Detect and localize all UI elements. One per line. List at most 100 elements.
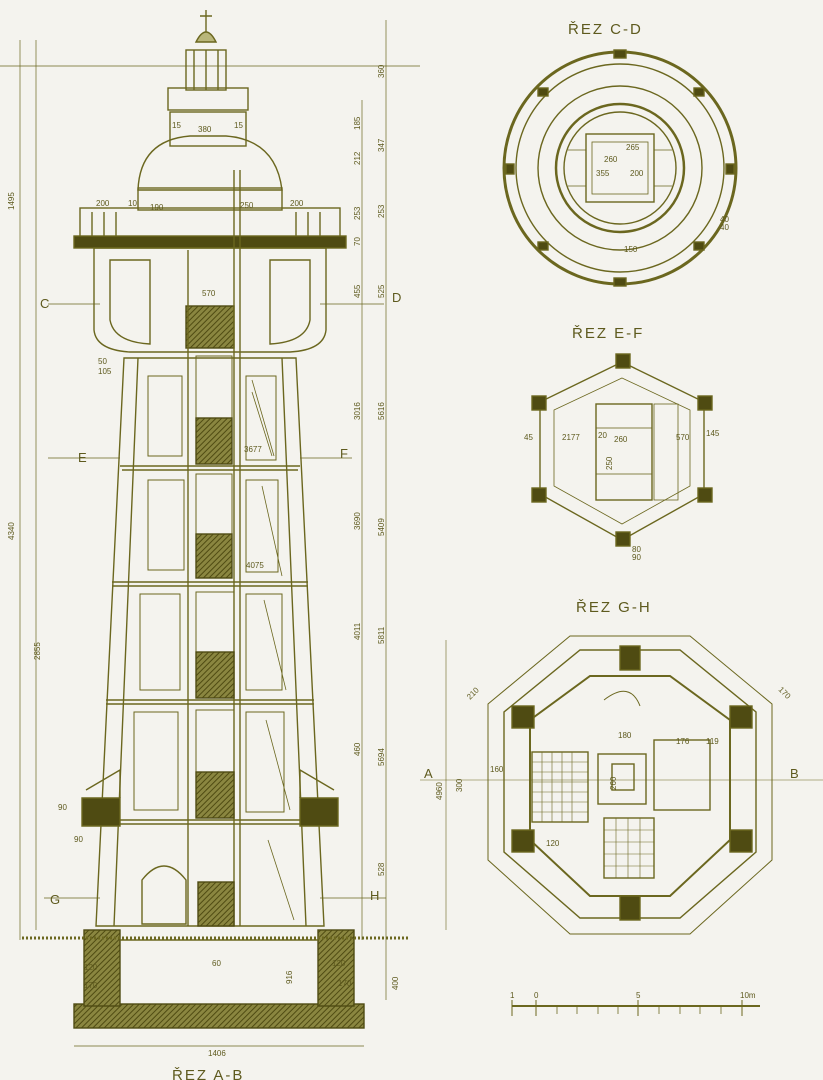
dim-label: 5694	[377, 748, 386, 766]
dim-label: 355	[596, 169, 610, 178]
foundation	[73, 1003, 365, 1029]
dim-label: 3677	[244, 445, 262, 454]
dim-label: 250	[605, 456, 614, 470]
dim-label: 10	[128, 199, 137, 208]
entrance-door	[141, 865, 187, 925]
dim-label: 20	[598, 431, 607, 440]
dim-label: 3690	[353, 512, 362, 530]
dim-label: 260	[614, 435, 628, 444]
dim-label: 200	[290, 199, 304, 208]
dim-label: 4340	[7, 522, 16, 540]
dim-label: 15	[234, 121, 243, 130]
section-gh-plan	[420, 635, 823, 935]
dim-label: 160	[490, 765, 504, 774]
scale-bar	[511, 1000, 760, 1016]
floor-bands	[100, 465, 320, 825]
section-ef-plan	[531, 353, 713, 547]
cut-mark-d: D	[392, 290, 401, 305]
dim-label: 916	[285, 970, 294, 984]
dim-label: 40	[720, 223, 729, 232]
lantern-gallery	[167, 87, 249, 111]
section-cd-title: ŘEZ C-D	[568, 21, 643, 38]
dim-label: 15	[172, 121, 181, 130]
dim-label: 145	[706, 429, 720, 438]
dim-label: 347	[377, 138, 386, 152]
dim-label: 80	[632, 545, 641, 554]
scale-tick-label: 0	[534, 991, 539, 1000]
dim-label: 5616	[377, 402, 386, 420]
section-ab-title: ŘEZ A-B	[172, 1067, 244, 1080]
scale-tick-label: 10m	[740, 991, 756, 1000]
dim-label: 40	[720, 215, 729, 224]
dim-label: 190	[150, 203, 164, 212]
dim-label: 528	[377, 862, 386, 876]
dim-label: 400	[391, 976, 400, 990]
dim-label: 70	[353, 237, 362, 246]
lower-gallery	[81, 797, 339, 827]
section-cd-plan	[502, 49, 738, 287]
stair-flights	[251, 379, 295, 921]
gh-piers	[511, 645, 753, 921]
dim-label: 120	[332, 959, 346, 968]
cut-mark-h: H	[370, 888, 379, 903]
dim-label: 45	[524, 433, 533, 442]
dim-label: 525	[377, 284, 386, 298]
tower-shaft	[95, 357, 325, 927]
dim-label: 4960	[435, 782, 444, 800]
dim-label: 1495	[7, 192, 16, 210]
dim-label: 4075	[246, 561, 264, 570]
dim-label: 5811	[377, 626, 386, 644]
cut-mark-g: G	[50, 892, 60, 907]
cut-mark-c: C	[40, 296, 49, 311]
dim-label: 260	[609, 776, 618, 790]
scale-tick-label: 1	[510, 991, 515, 1000]
dim-label: 253	[353, 206, 362, 220]
dim-label: 360	[377, 64, 386, 78]
dim-label: 210	[465, 685, 481, 701]
dim-label: 250	[240, 201, 254, 210]
interior-dims: 15 380 15 200 10 190 250 200 570 50 105 …	[58, 121, 352, 1058]
dim-label: 90	[74, 835, 83, 844]
dim-label: 120	[546, 839, 560, 848]
dim-label: 119	[706, 737, 719, 746]
dim-label: 60	[212, 959, 221, 968]
dim-label: 176	[676, 737, 690, 746]
dim-label: 180	[618, 731, 632, 740]
dim-label: 185	[353, 116, 362, 130]
dim-label: 265	[626, 143, 640, 152]
section-ef-title: ŘEZ E-F	[572, 325, 644, 342]
dim-label: 2855	[33, 642, 42, 660]
cut-mark-e: E	[78, 450, 87, 465]
dim-label: 200	[630, 169, 644, 178]
watch-room	[137, 135, 283, 191]
upper-gallery	[79, 207, 341, 239]
section-gh-title: ŘEZ G-H	[576, 599, 652, 616]
dim-label: 170	[777, 685, 793, 701]
dim-label: 90	[632, 553, 641, 562]
scale-tick-label: 5	[636, 991, 641, 1000]
dim-label: 570	[202, 289, 216, 298]
dim-label: 455	[353, 284, 362, 298]
dim-label: 170	[84, 981, 98, 990]
right-dims: 360 185 347 212 253 253 70 455 525 3016 …	[353, 64, 400, 990]
dim-label: 200	[96, 199, 110, 208]
dim-label: 4011	[353, 622, 362, 640]
dim-label: 5409	[377, 518, 386, 536]
cut-mark-f: F	[340, 446, 348, 461]
dim-label: 50	[98, 357, 107, 366]
lantern-finial	[200, 10, 212, 32]
dim-label: 212	[353, 151, 362, 165]
dim-label: 300	[455, 778, 464, 792]
dim-label: 460	[353, 742, 362, 756]
dim-label: 170	[338, 979, 352, 988]
dim-label: 253	[377, 204, 386, 218]
dim-label: 570	[676, 433, 690, 442]
dim-label: 120	[84, 963, 98, 972]
dim-label: 3016	[353, 402, 362, 420]
dim-label: 150	[624, 245, 638, 254]
dimension-lines	[0, 20, 420, 1047]
cut-mark-b: B	[790, 766, 799, 781]
dim-label: 105	[98, 367, 112, 376]
left-dims: 1495 4340 2855	[7, 192, 42, 660]
